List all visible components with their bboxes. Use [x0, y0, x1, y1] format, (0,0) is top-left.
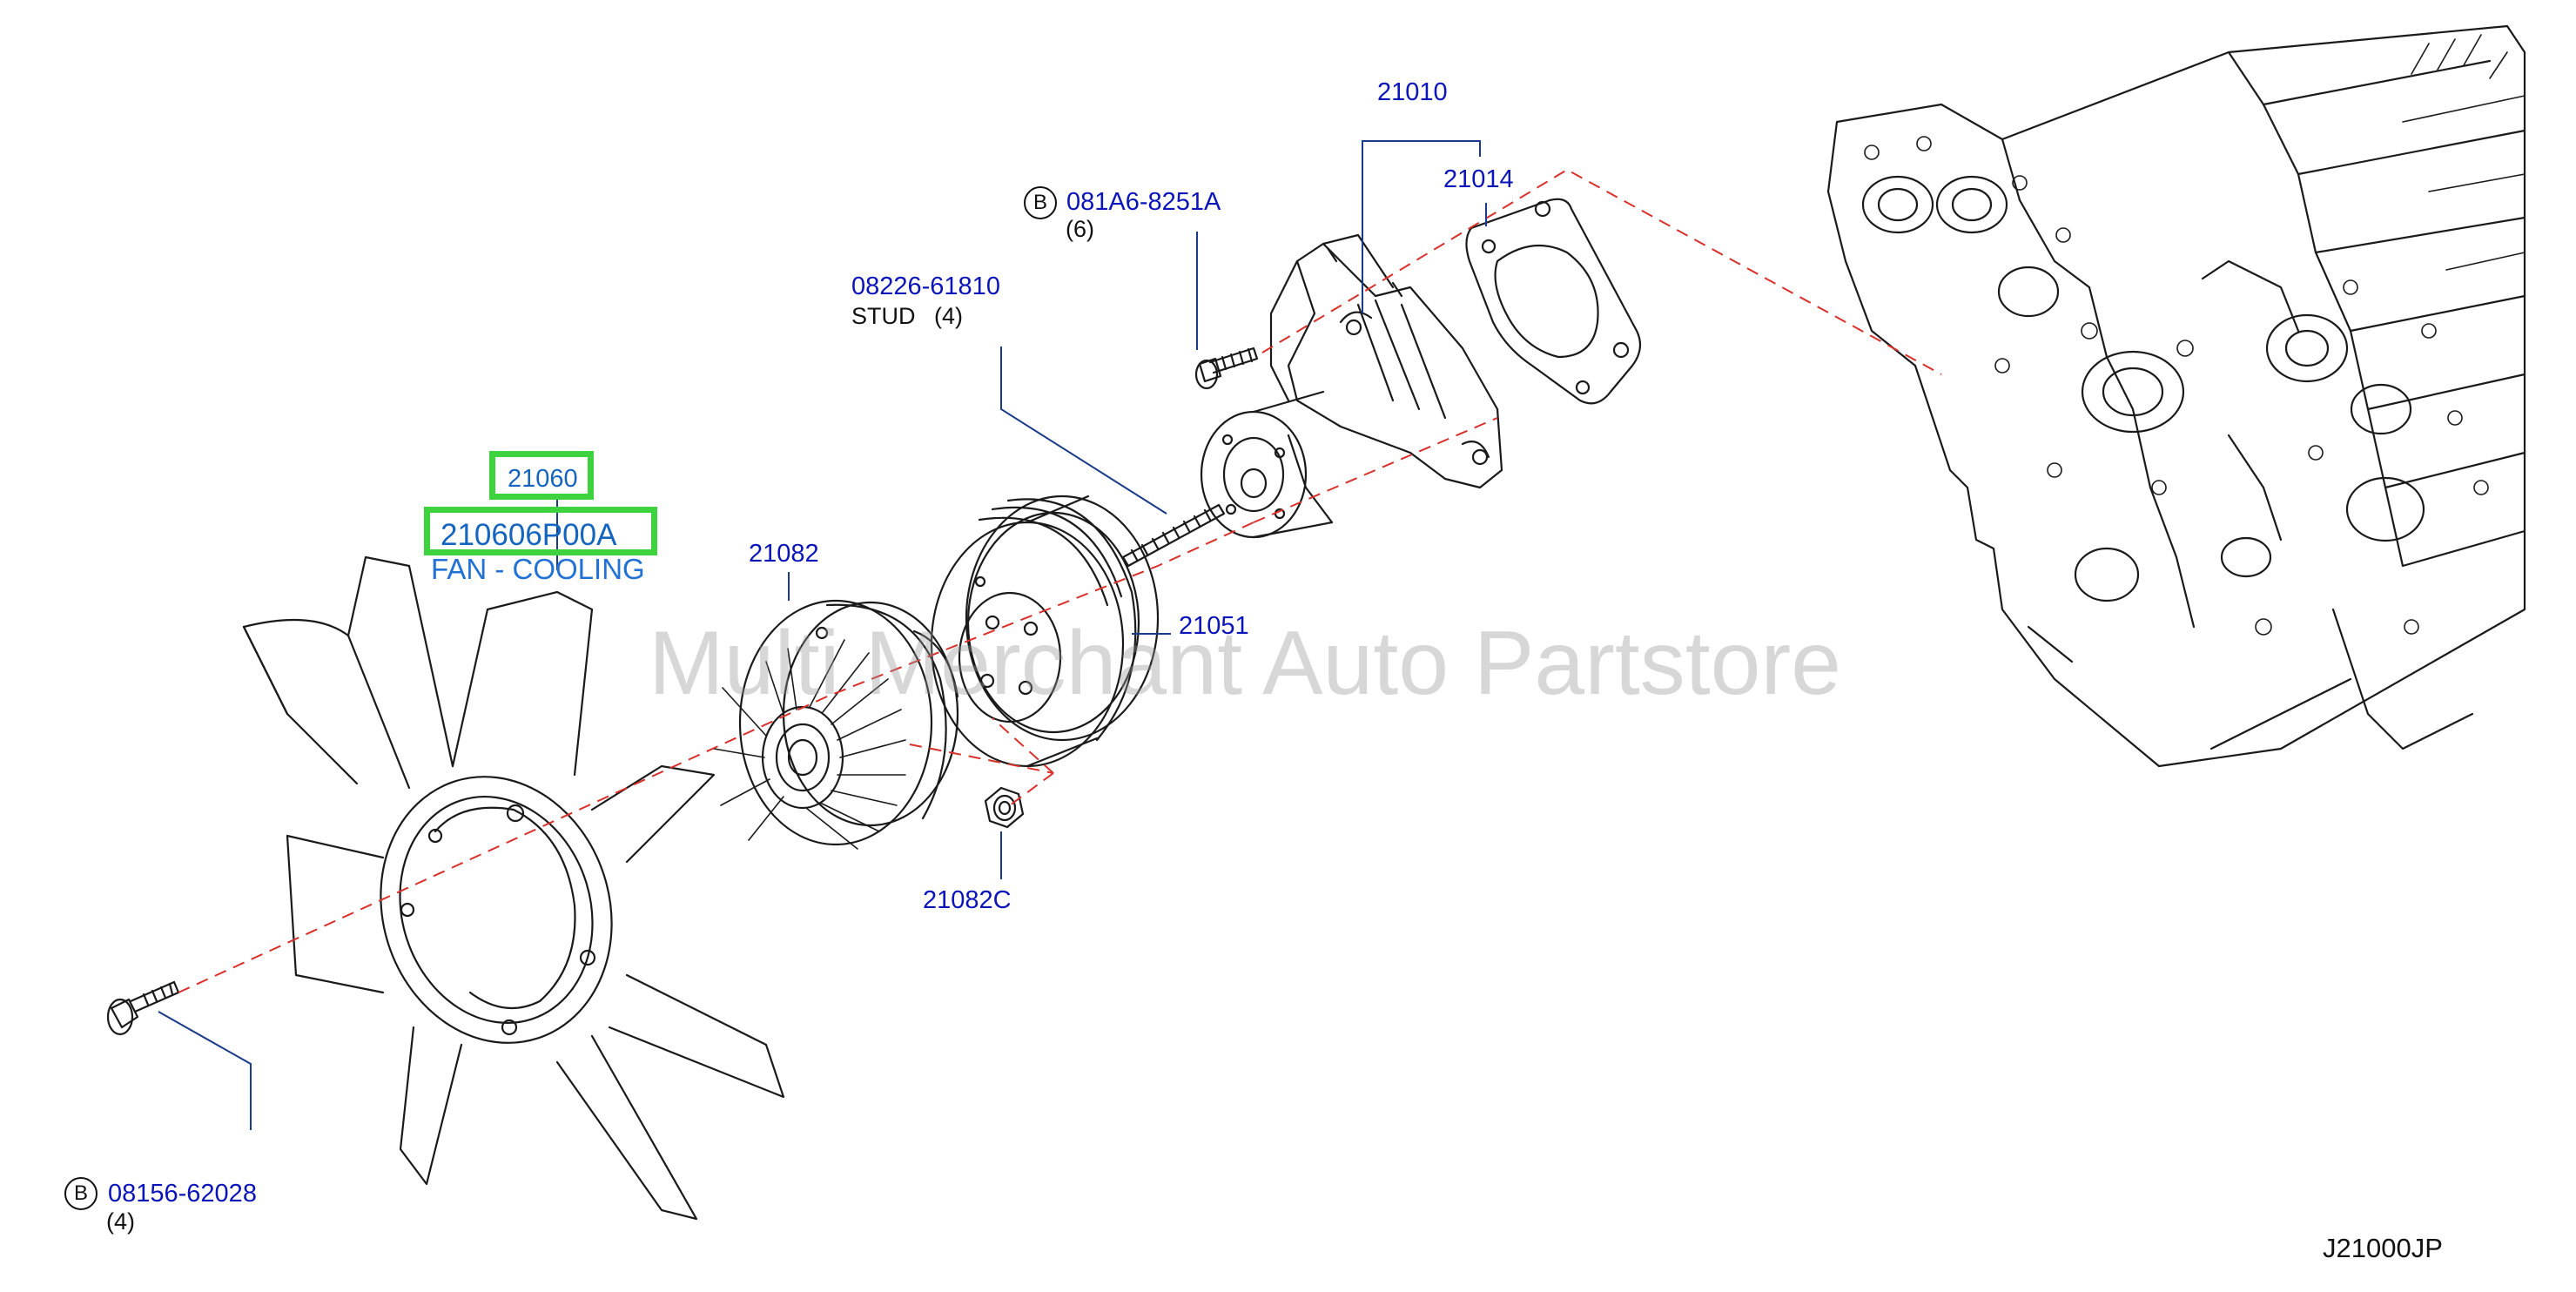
bolt-bottom-qty: (4) — [106, 1208, 135, 1235]
bolt-bottom-marker: B — [64, 1177, 98, 1210]
group-code: 21060 — [508, 465, 578, 493]
callout-gasket[interactable]: 21014 — [1443, 165, 1514, 193]
bolt-08156 — [106, 980, 180, 1036]
leader-lines — [158, 140, 1487, 1130]
bolt-top-marker: B — [1024, 186, 1057, 219]
fan-coupling-21082 — [713, 599, 959, 850]
callout-coupling[interactable]: 21082 — [749, 540, 819, 568]
callout-nut[interactable]: 21082C — [923, 886, 1012, 914]
watermark: Multi Merchant Auto Partstore — [649, 613, 1841, 714]
bolt-081a6 — [1194, 347, 1259, 390]
stud — [1121, 503, 1226, 568]
diagram-code: J21000JP — [2323, 1233, 2443, 1263]
bolt-top-qty: (6) — [1066, 216, 1094, 242]
callout-pulley[interactable]: 21051 — [1179, 612, 1249, 640]
water-pump-21010 — [1200, 233, 1503, 539]
engine-block — [1826, 24, 2526, 768]
part-description: FAN - COOLING — [431, 553, 645, 585]
highlight-group-box[interactable]: 21060 — [489, 451, 594, 500]
callout-water-pump[interactable]: 21010 — [1377, 78, 1448, 106]
stud-name: STUD — [851, 303, 916, 329]
dashed-assembly-lines — [178, 168, 1942, 993]
nut-21082c — [984, 786, 1025, 829]
gasket-21014 — [1465, 198, 1642, 405]
callout-bolt-top[interactable]: 081A6-8251A — [1066, 188, 1221, 216]
callout-bolt-bottom[interactable]: 08156-62028 — [108, 1180, 257, 1208]
cooling-fan — [242, 555, 785, 1221]
pulley-21051 — [930, 495, 1160, 768]
stud-qty: (4) — [934, 303, 963, 329]
callout-stud[interactable]: 08226-61810 — [851, 273, 1000, 300]
highlight-part-box[interactable]: 210606P00A — [424, 507, 657, 555]
part-number: 210606P00A — [441, 518, 617, 552]
